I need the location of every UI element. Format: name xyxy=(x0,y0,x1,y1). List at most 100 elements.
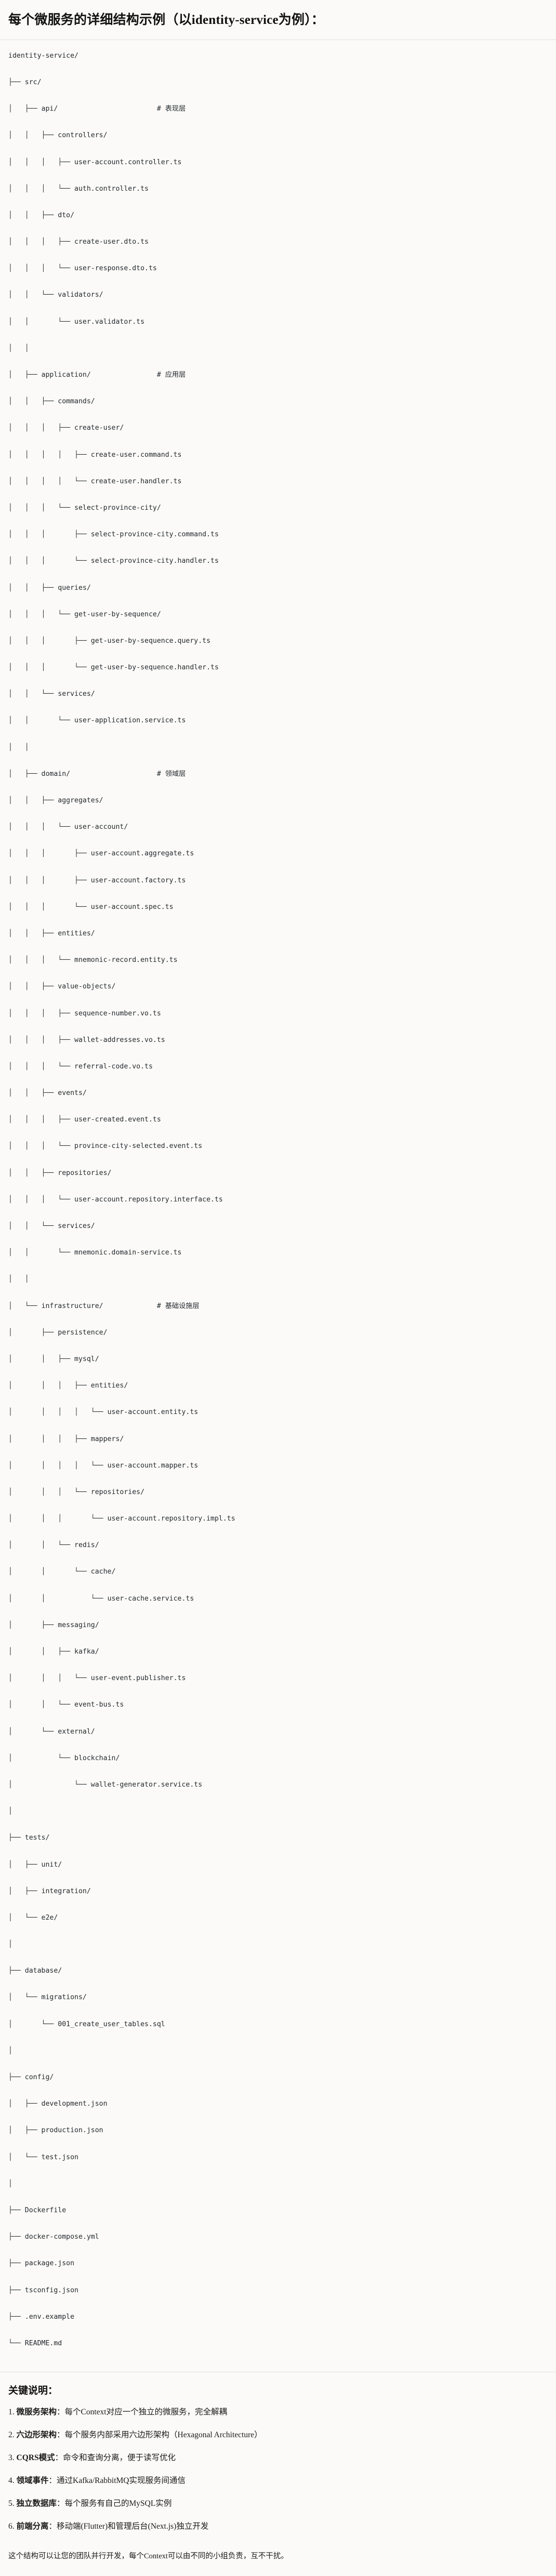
tree-node-label: wallet-addresses.vo.ts xyxy=(74,1036,165,1044)
tree-branch-glyphs: │ │ │ ├── xyxy=(8,1036,75,1044)
key-note-description: ：每个服务有自己的MySQL实例 xyxy=(57,2499,172,2508)
key-note-term: 六边形架构 xyxy=(16,2430,57,2440)
tree-node-label: create-user.handler.ts xyxy=(90,477,182,485)
tree-row: │ ├── persistence/ xyxy=(8,1326,548,1340)
tree-branch-glyphs: │ │ │ └── xyxy=(8,903,91,911)
tree-branch-glyphs: │ │ │ ├── xyxy=(8,1116,75,1124)
tree-branch-glyphs: │ │ └── xyxy=(8,1249,75,1257)
tree-row: │ │ xyxy=(8,342,548,355)
divider-top xyxy=(0,39,556,40)
tree-branch-glyphs: ├── xyxy=(8,2313,25,2321)
tree-branch-glyphs: │ xyxy=(8,1940,12,1949)
key-note-index: 1. xyxy=(8,2408,17,2417)
tree-row: │ └── e2e/ xyxy=(8,1911,548,1925)
key-note-index: 4. xyxy=(8,2476,17,2486)
tree-branch-glyphs: │ └── xyxy=(8,1727,58,1736)
tree-layer-comment: # 表现层 xyxy=(156,105,186,113)
tree-node-label: persistence/ xyxy=(58,1328,108,1337)
tree-row: │ │ └── validators/ xyxy=(8,288,548,302)
tree-branch-glyphs: │ │ ├── xyxy=(8,983,58,991)
tree-node-label: services/ xyxy=(58,690,95,698)
tree-row: ├── src/ xyxy=(8,76,548,89)
tree-branch-glyphs: │ ├── xyxy=(8,1887,42,1895)
tree-node-label: mnemonic-record.entity.ts xyxy=(74,956,178,965)
tree-row: │ └── external/ xyxy=(8,1725,548,1739)
tree-branch-glyphs: │ │ │ └── xyxy=(8,1062,75,1071)
tree-row: │ │ xyxy=(8,1273,548,1286)
tree-node-label: test.json xyxy=(41,2153,78,2161)
tree-branch-glyphs: │ │ │ │ └── xyxy=(8,1461,108,1470)
tree-row: │ │ │ ├── user-account.controller.ts xyxy=(8,156,548,169)
tree-branch-glyphs: │ ├── xyxy=(8,1621,58,1629)
tree-branch-glyphs: │ xyxy=(8,2179,12,2188)
tree-row: │ │ ├── commands/ xyxy=(8,395,548,408)
key-note-term: 领域事件 xyxy=(16,2476,49,2486)
tree-node-label: create-user.dto.ts xyxy=(74,238,149,246)
tree-row: │ ├── integration/ xyxy=(8,1885,548,1898)
tree-branch-glyphs: │ │ │ └── xyxy=(8,504,75,512)
tree-row: │ └── 001_create_user_tables.sql xyxy=(8,2018,548,2031)
key-note-description: ：通过Kafka/RabbitMQ实现服务间通信 xyxy=(48,2476,186,2486)
tree-row: │ │ └── services/ xyxy=(8,688,548,701)
tree-branch-glyphs: │ │ └── xyxy=(8,1541,75,1550)
tree-row: │ └── blockchain/ xyxy=(8,1752,548,1765)
tree-node-label: 001_create_user_tables.sql xyxy=(58,2020,165,2028)
tree-row: │ │ ├── entities/ xyxy=(8,927,548,941)
key-note-index: 3. xyxy=(8,2453,17,2463)
tree-row: │ xyxy=(8,1938,548,1951)
tree-node-label: application/ xyxy=(41,371,91,379)
tree-row: │ │ │ └── get-user-by-sequence.handler.t… xyxy=(8,661,548,675)
key-note-term: 微服务架构 xyxy=(16,2408,57,2417)
tree-node-label: value-objects/ xyxy=(58,983,116,991)
tree-row: │ xyxy=(8,2044,548,2058)
tree-row: │ │ │ ├── user-account.aggregate.ts xyxy=(8,847,548,861)
tree-row: │ │ ├── dto/ xyxy=(8,209,548,222)
tree-branch-glyphs: ├── xyxy=(8,78,25,86)
tree-branch-glyphs: ├── xyxy=(8,2233,25,2241)
tree-node-label: kafka/ xyxy=(74,1648,99,1656)
tree-branch-glyphs: │ │ │ ├── xyxy=(8,1009,75,1018)
tree-node-label: get-user-by-sequence/ xyxy=(74,610,161,618)
tree-row: ├── package.json xyxy=(8,2257,548,2270)
tree-node-label: mysql/ xyxy=(74,1355,99,1363)
tree-row: ├── tsconfig.json xyxy=(8,2284,548,2297)
tree-row: ├── docker-compose.yml xyxy=(8,2230,548,2244)
tree-row: │ │ │ │ └── user-account.entity.ts xyxy=(8,1406,548,1419)
tree-node-label: repositories/ xyxy=(58,1169,112,1177)
tree-branch-glyphs: │ │ │ ├── xyxy=(8,1382,91,1390)
key-note-index: 2. xyxy=(8,2430,17,2440)
tree-node-label: user-account.repository.interface.ts xyxy=(74,1195,223,1204)
tree-row: │ │ └── user-application.service.ts xyxy=(8,714,548,728)
tree-node-label: user-response.dto.ts xyxy=(74,265,157,273)
tree-node-label: user-account.mapper.ts xyxy=(107,1461,198,1470)
tree-node-label: get-user-by-sequence.handler.ts xyxy=(90,664,219,672)
tree-branch-glyphs: │ │ └── xyxy=(8,1594,108,1603)
tree-branch-glyphs: │ │ └── xyxy=(8,1701,75,1709)
tree-row: │ ├── messaging/ xyxy=(8,1619,548,1632)
tree-node-label: user-event.publisher.ts xyxy=(90,1674,186,1683)
tree-branch-glyphs: │ │ │ ├── xyxy=(8,637,91,645)
tree-row: │ │ │ └── get-user-by-sequence/ xyxy=(8,608,548,622)
tree-row: │ │ ├── aggregates/ xyxy=(8,794,548,808)
tree-branch-glyphs: │ │ xyxy=(8,344,29,352)
tree-row: │ ├── api/ # 表现层 xyxy=(8,102,548,116)
tree-row: │ │ │ └── user-event.publisher.ts xyxy=(8,1672,548,1685)
tree-branch-glyphs: │ │ ├── xyxy=(8,797,58,804)
tree-branch-glyphs: │ │ │ │ └── xyxy=(8,477,91,485)
tree-row: │ │ └── mnemonic.domain-service.ts xyxy=(8,1246,548,1260)
tree-row: │ │ │ └── user-account.spec.ts xyxy=(8,901,548,914)
tree-node-label: integration/ xyxy=(41,1887,91,1895)
tree-branch-glyphs: │ │ └── xyxy=(8,1222,58,1230)
tree-branch-glyphs: │ ├── xyxy=(8,105,42,113)
tree-branch-glyphs: │ │ │ ├── xyxy=(8,876,91,884)
tree-node-label: select-province-city.handler.ts xyxy=(90,557,219,565)
tree-node-label: messaging/ xyxy=(58,1621,99,1629)
tree-row: │ └── migrations/ xyxy=(8,1991,548,2004)
tree-row: │ │ ├── kafka/ xyxy=(8,1645,548,1659)
tree-branch-glyphs: ├── xyxy=(8,2286,25,2294)
tree-branch-glyphs: │ │ └── xyxy=(8,717,75,725)
tree-branch-glyphs: │ └── xyxy=(8,2153,42,2161)
tree-row: │ │ ├── controllers/ xyxy=(8,129,548,142)
tree-node-label: repositories/ xyxy=(90,1488,145,1496)
tree-node-label: package.json xyxy=(24,2260,75,2268)
